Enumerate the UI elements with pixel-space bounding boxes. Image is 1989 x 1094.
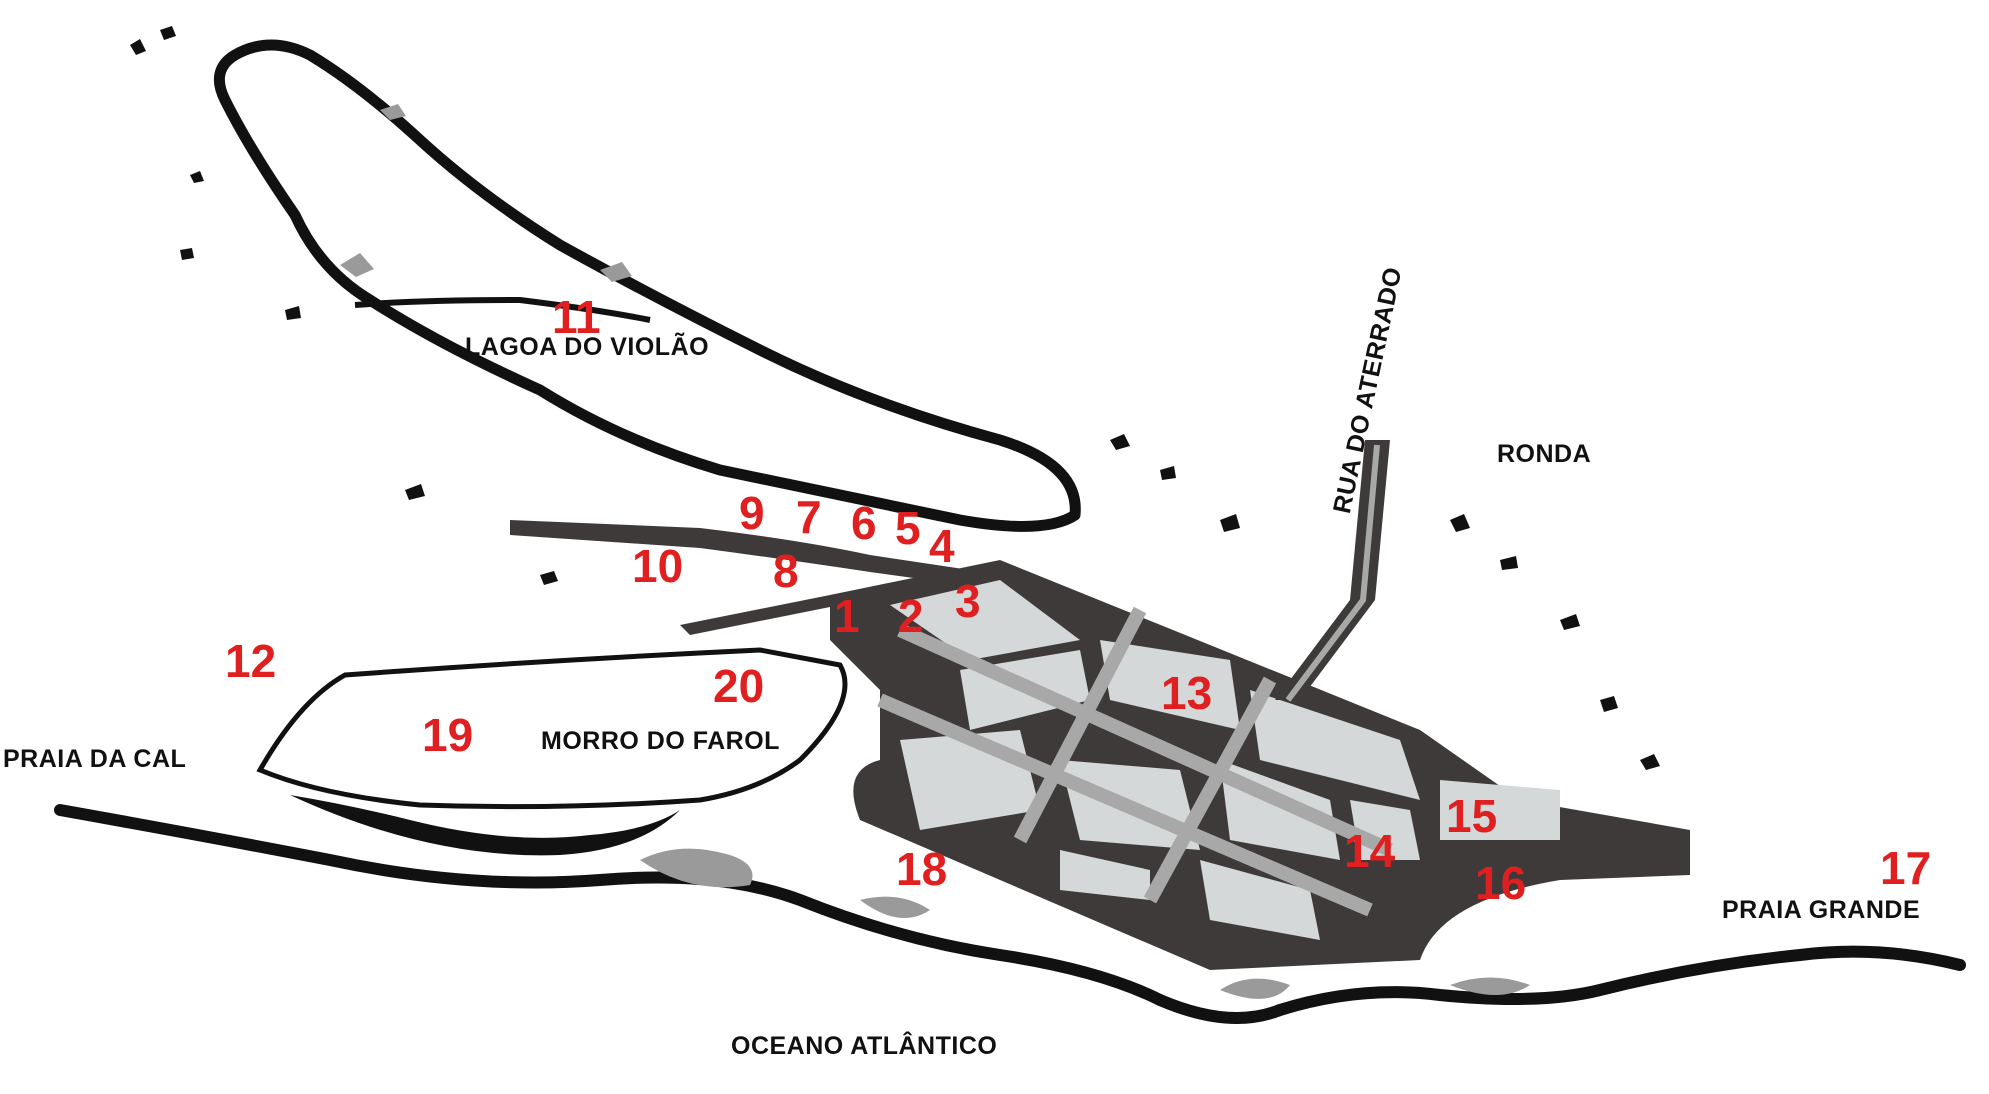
point-15: 15 bbox=[1446, 790, 1498, 842]
morro-do-farol-area bbox=[256, 647, 848, 810]
point-16: 16 bbox=[1475, 857, 1527, 909]
point-19: 19 bbox=[422, 709, 474, 761]
point-13: 13 bbox=[1161, 667, 1213, 719]
coastal-rocks bbox=[640, 848, 1530, 999]
lagoon-inner-shore bbox=[354, 296, 651, 323]
scattered-vegetation bbox=[130, 26, 1660, 770]
point-3: 3 bbox=[955, 575, 981, 627]
point-7: 7 bbox=[796, 491, 822, 543]
coastline bbox=[54, 804, 1966, 1024]
label-lagoa-do-violao: LAGOA DO VIOLÃO bbox=[465, 333, 710, 361]
point-18: 18 bbox=[896, 843, 948, 895]
point-17: 17 bbox=[1880, 842, 1932, 894]
label-morro-do-farol: MORRO DO FAROL bbox=[541, 727, 780, 755]
point-20: 20 bbox=[713, 660, 765, 712]
label-oceano-atlantico: OCEANO ATLÂNTICO bbox=[731, 1032, 998, 1060]
point-11: 11 bbox=[552, 291, 601, 343]
point-4: 4 bbox=[929, 520, 955, 572]
label-praia-grande: PRAIA GRANDE bbox=[1722, 896, 1921, 924]
lagoon-vegetation bbox=[340, 104, 632, 282]
point-1: 1 bbox=[834, 590, 860, 642]
point-9: 9 bbox=[739, 487, 765, 539]
morro-shore-rocks bbox=[290, 795, 680, 856]
rua-do-aterrado-road bbox=[1275, 440, 1390, 700]
point-6: 6 bbox=[851, 497, 877, 549]
harbor-pier bbox=[680, 595, 840, 635]
label-praia-da-cal: PRAIA DA CAL bbox=[3, 745, 187, 773]
point-8: 8 bbox=[773, 545, 799, 597]
town-streets bbox=[877, 606, 1393, 917]
label-ronda: RONDA bbox=[1497, 440, 1592, 468]
point-12: 12 bbox=[225, 635, 277, 687]
point-10: 10 bbox=[632, 540, 684, 592]
point-2: 2 bbox=[898, 590, 924, 642]
lagoon-outline bbox=[213, 39, 1081, 532]
point-5: 5 bbox=[895, 502, 921, 554]
rua-do-aterrado-centerline bbox=[1285, 444, 1380, 702]
point-14: 14 bbox=[1344, 825, 1396, 877]
main-road bbox=[510, 520, 970, 585]
